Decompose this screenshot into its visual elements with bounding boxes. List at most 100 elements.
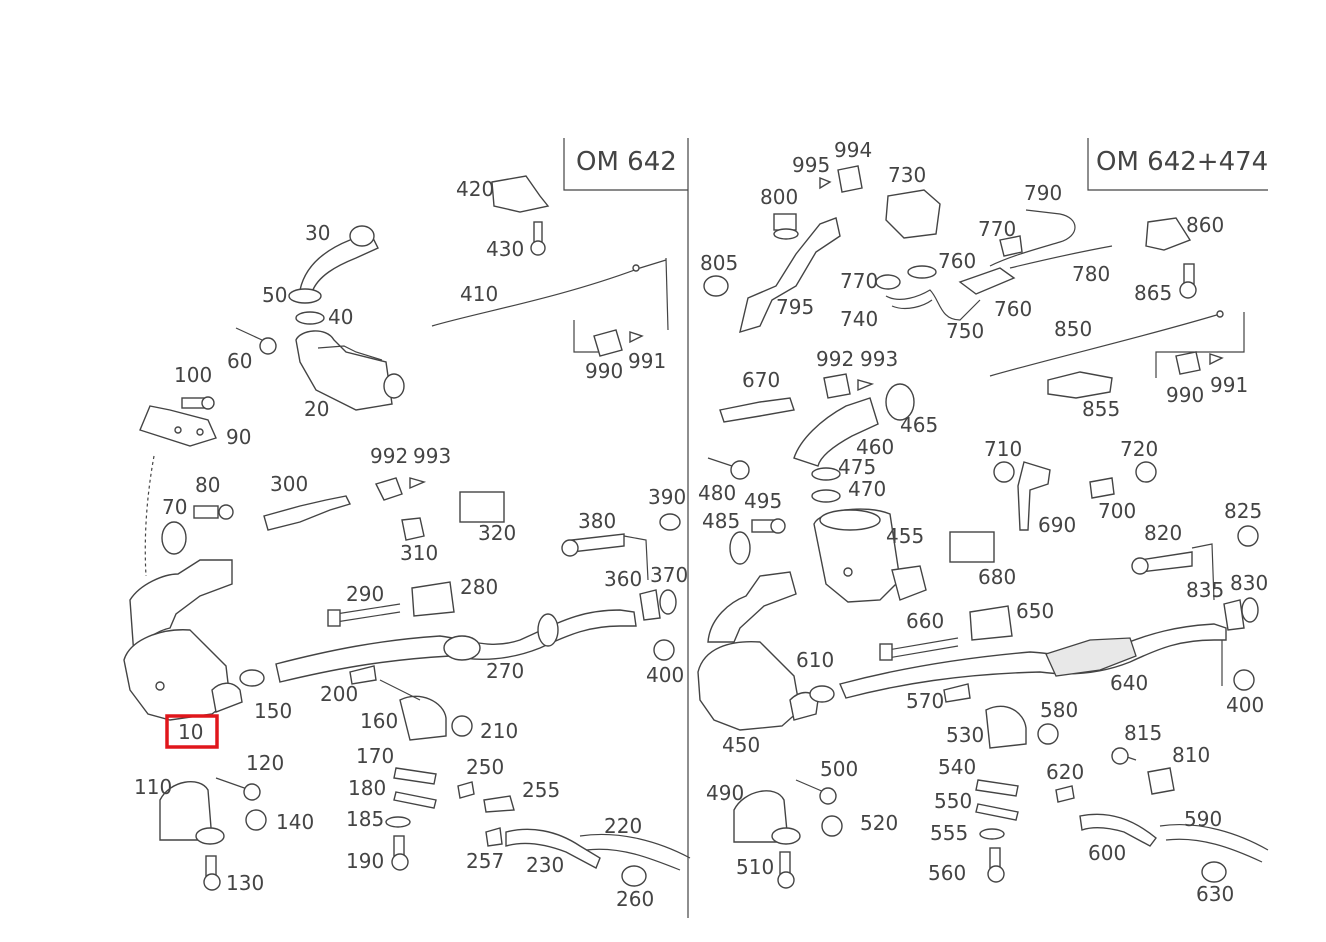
label-110: 110 [134,775,172,799]
label-790: 790 [1024,181,1062,205]
label-170: 170 [356,744,394,768]
right-parts [697,165,1269,889]
label-993-left: 993 [413,444,451,468]
label-770-b: 770 [840,269,878,293]
label-630: 630 [1196,882,1234,906]
label-991: 991 [628,349,666,373]
label-520: 520 [860,811,898,835]
right-title-box [1087,138,1268,191]
label-825: 825 [1224,499,1262,523]
label-480: 480 [698,481,736,505]
label-280: 280 [460,575,498,599]
label-990: 990 [585,359,623,383]
label-855: 855 [1082,397,1120,421]
label-30: 30 [305,221,330,245]
label-650: 650 [1016,599,1054,623]
label-720: 720 [1120,437,1158,461]
left-title-box [563,138,688,191]
left-labels: 420 430 30 50 40 410 60 100 20 990 991 9… [134,177,688,911]
label-220: 220 [604,814,642,838]
label-580: 580 [1040,698,1078,722]
label-992-left: 992 [370,444,408,468]
label-320: 320 [478,521,516,545]
label-700: 700 [1098,499,1136,523]
label-750: 750 [946,319,984,343]
label-991-right: 991 [1210,373,1248,397]
label-495: 495 [744,489,782,513]
label-995: 995 [792,153,830,177]
label-470: 470 [848,477,886,501]
label-570: 570 [906,689,944,713]
label-475: 475 [838,455,876,479]
label-430: 430 [486,237,524,261]
label-255: 255 [522,778,560,802]
label-610: 610 [796,648,834,672]
label-850: 850 [1054,317,1092,341]
label-993-right: 993 [860,347,898,371]
label-400-right: 400 [1226,693,1264,717]
label-490: 490 [706,781,744,805]
label-760-a: 760 [938,249,976,273]
label-80: 80 [195,473,220,497]
label-830: 830 [1230,571,1268,595]
label-300: 300 [270,472,308,496]
label-210: 210 [480,719,518,743]
label-230: 230 [526,853,564,877]
label-760-b: 760 [994,297,1032,321]
label-860: 860 [1186,213,1224,237]
label-460: 460 [856,435,894,459]
label-465: 465 [900,413,938,437]
label-455: 455 [886,524,924,548]
label-990-right: 990 [1166,383,1204,407]
label-200: 200 [320,682,358,706]
label-100: 100 [174,363,212,387]
label-485: 485 [702,509,740,533]
label-540: 540 [938,755,976,779]
label-640: 640 [1110,671,1148,695]
label-865: 865 [1134,281,1172,305]
label-185: 185 [346,807,384,831]
label-500: 500 [820,757,858,781]
left-panel-title: OM 642 [576,147,677,177]
label-730: 730 [888,163,926,187]
label-160: 160 [360,709,398,733]
label-992-right: 992 [816,347,854,371]
label-810: 810 [1172,743,1210,767]
label-770-a: 770 [978,217,1016,241]
label-400-left: 400 [646,663,684,687]
label-50: 50 [262,283,287,307]
label-380: 380 [578,509,616,533]
label-90: 90 [226,425,251,449]
label-150: 150 [254,699,292,723]
label-555: 555 [930,821,968,845]
label-390: 390 [648,485,686,509]
label-120: 120 [246,751,284,775]
highlighted-part-callout[interactable]: 10 [165,714,219,749]
label-820: 820 [1144,521,1182,545]
label-70: 70 [162,495,187,519]
label-40: 40 [328,305,353,329]
label-130: 130 [226,871,264,895]
label-20: 20 [304,397,329,421]
label-420: 420 [456,177,494,201]
label-620: 620 [1046,760,1084,784]
label-190: 190 [346,849,384,873]
label-660: 660 [906,609,944,633]
label-600: 600 [1088,841,1126,865]
label-740: 740 [840,307,878,331]
label-590: 590 [1184,807,1222,831]
label-310: 310 [400,541,438,565]
label-290: 290 [346,582,384,606]
label-360: 360 [604,567,642,591]
label-835: 835 [1186,578,1224,602]
label-800: 800 [760,185,798,209]
label-450: 450 [722,733,760,757]
label-510: 510 [736,855,774,879]
label-10[interactable]: 10 [178,720,203,744]
label-780: 780 [1072,262,1110,286]
label-815: 815 [1124,721,1162,745]
label-680: 680 [978,565,1016,589]
right-labels: 995 994 730 790 800 770 860 805 760 780 … [698,138,1268,906]
